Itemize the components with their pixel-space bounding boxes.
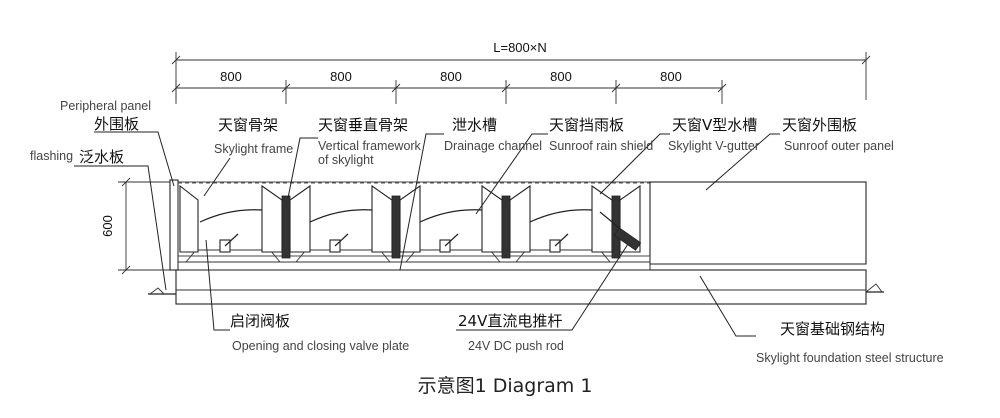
- v-gutter-en: Skylight V-gutter: [668, 139, 759, 153]
- push-rod-en: 24V DC push rod: [468, 339, 564, 353]
- skylight-frame-en: Skylight frame: [214, 142, 293, 156]
- vertical-framework-en-2: of skylight: [318, 153, 374, 167]
- peripheral-panel-en: Peripheral panel: [60, 99, 151, 113]
- drainage-channel-en: Drainage channel: [444, 139, 542, 153]
- vertical-framework-zh: 天窗垂直骨架: [318, 116, 408, 134]
- segment-label-2: 800: [330, 69, 352, 84]
- drainage-trays: [185, 249, 611, 263]
- flashing-zh: 泛水板: [79, 148, 124, 166]
- rain-shield-zh: 天窗挡雨板: [549, 116, 624, 134]
- total-length-label: L=800×N: [493, 40, 547, 55]
- drainage-channel-zh: 泄水槽: [452, 116, 497, 134]
- leader-lines: [74, 131, 780, 337]
- foundation-beam: [175, 269, 867, 305]
- flashing-en: flashing: [30, 149, 73, 163]
- push-rods: [219, 227, 642, 253]
- peripheral-panel: [169, 179, 179, 271]
- segment-label-5: 800: [660, 69, 682, 84]
- segment-label-1: 800: [220, 69, 242, 84]
- segment-label-4: 800: [550, 69, 572, 84]
- vertical-framework-en-1: Vertical framework: [318, 139, 422, 153]
- peripheral-panel-zh: 外围板: [94, 115, 139, 133]
- diagram-caption: 示意图1 Diagram 1: [418, 375, 593, 397]
- outer-panel-en: Sunroof outer panel: [784, 139, 894, 153]
- v-gutter-units: [179, 184, 641, 259]
- valve-plate-zh: 启闭阀板: [230, 312, 290, 330]
- skylight-frame-zh: 天窗骨架: [218, 116, 278, 134]
- v-gutter-zh: 天窗V型水槽: [672, 116, 757, 134]
- foundation-zh: 天窗基础钢结构: [780, 320, 885, 338]
- foundation-en: Skylight foundation steel structure: [756, 351, 944, 365]
- segment-ticks: [171, 80, 727, 104]
- labels: Peripheral panel 外围板 flashing 泛水板 天窗骨架 S…: [30, 99, 944, 365]
- segment-label-3: 800: [440, 69, 462, 84]
- skylight-structure: [148, 179, 884, 305]
- dimension-lines: L=800×N 800 800 800 800 800 600: [100, 40, 871, 275]
- rain-shield-en: Sunroof rain shield: [549, 139, 653, 153]
- valve-plate-en: Opening and closing valve plate: [232, 339, 409, 353]
- outer-panel-zh: 天窗外围板: [782, 116, 857, 134]
- push-rod-zh: 24V直流电推杆: [458, 312, 562, 330]
- sunroof-outer-panel: [649, 181, 867, 265]
- height-label: 600: [100, 215, 115, 237]
